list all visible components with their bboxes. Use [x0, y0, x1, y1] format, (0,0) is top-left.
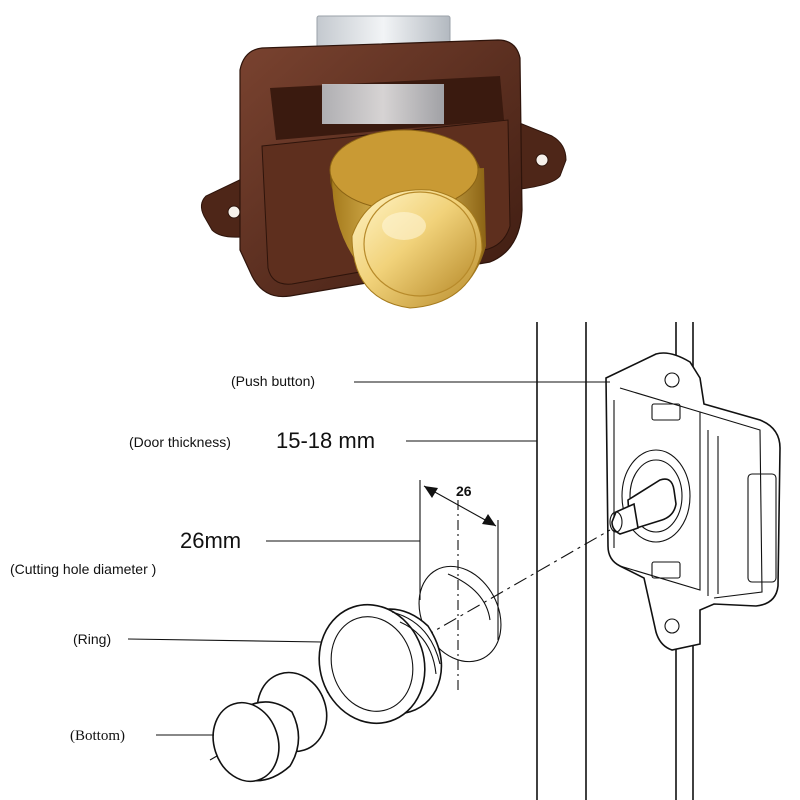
- left-screw-hole: [227, 205, 241, 219]
- left-mounting-flange: [200, 175, 251, 238]
- bolt-slot: [322, 84, 444, 124]
- ring-label: (Ring): [73, 631, 111, 647]
- dimension-value: 26: [456, 483, 472, 499]
- dimension-marker: 26: [423, 483, 497, 527]
- exploded-line-drawing: 26 (Push button) (Door thickness) 15-18 …: [10, 322, 781, 800]
- ring-component: [318, 603, 443, 725]
- gold-push-button: [329, 129, 486, 309]
- mounted-latch-body: [605, 352, 781, 651]
- bottom-knob: [212, 671, 328, 783]
- latch-product-photo: [200, 15, 567, 309]
- push-button-label: (Push button): [231, 373, 315, 389]
- cutting-hole: [418, 480, 502, 690]
- bottom-label: (Bottom): [70, 728, 125, 744]
- center-axis: [209, 529, 611, 761]
- door-thickness-value: 15-18 mm: [276, 428, 375, 453]
- ring-leader: [127, 638, 323, 643]
- right-screw-hole: [535, 153, 549, 167]
- hole-diameter-value: 26mm: [180, 528, 241, 553]
- door-thickness-label: (Door thickness): [129, 434, 231, 450]
- cutting-hole-label: (Cutting hole diameter ): [10, 561, 156, 577]
